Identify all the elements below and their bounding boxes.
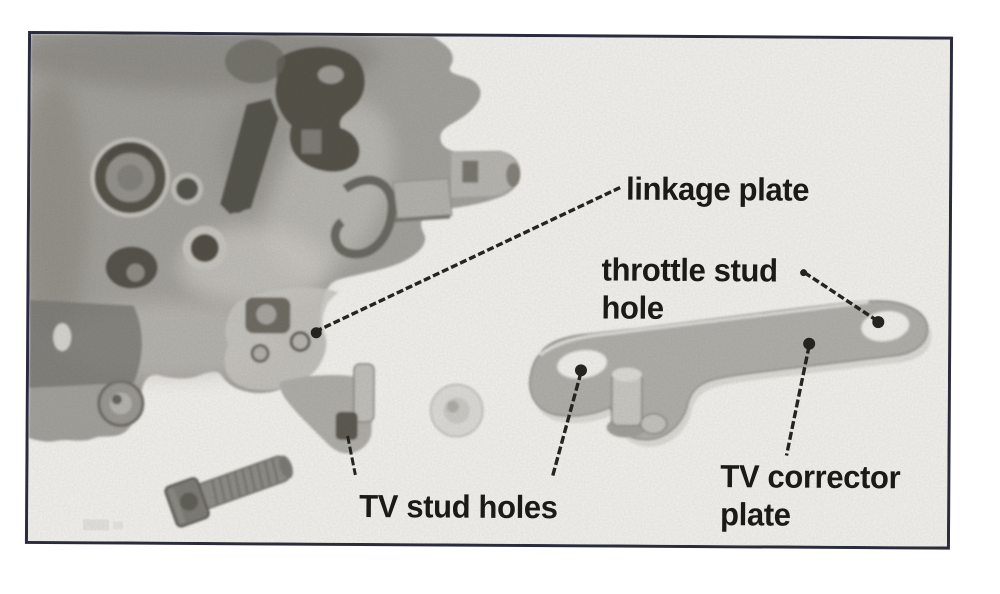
carburetor-photo — [24, 30, 951, 547]
label-tv-stud-holes: TV stud holes — [359, 487, 558, 526]
label-linkage-plate: linkage plate — [625, 170, 810, 208]
photo-frame: linkage plate throttle stud hole TV stud… — [24, 30, 954, 550]
label-throttle-stud-hole: throttle stud hole — [601, 251, 778, 326]
label-tv-corrector-plate: TV corrector plate — [720, 458, 901, 533]
photo-grain-overlay — [27, 33, 951, 547]
